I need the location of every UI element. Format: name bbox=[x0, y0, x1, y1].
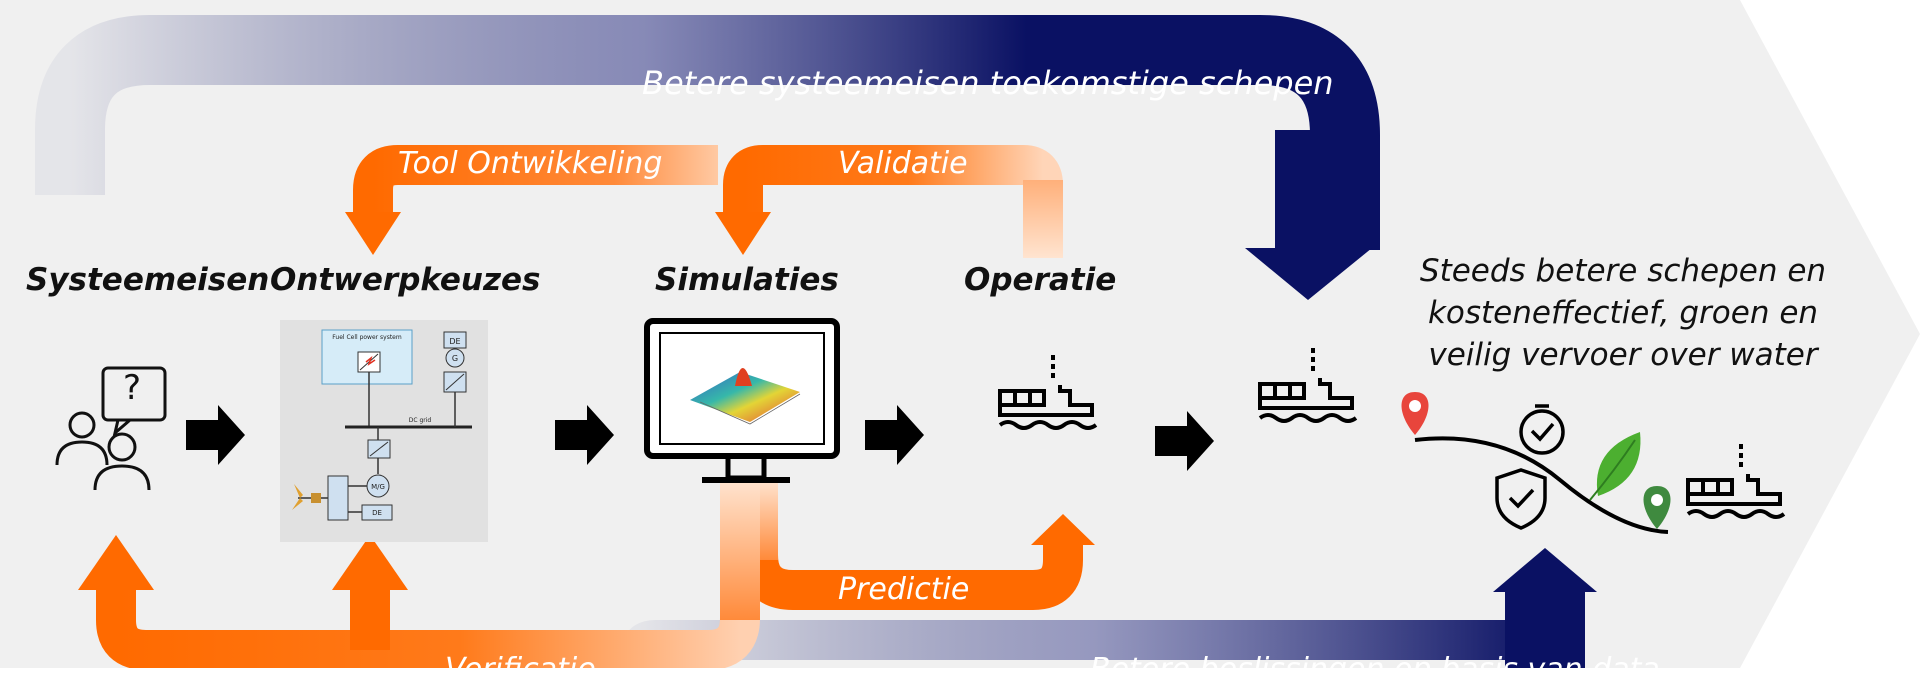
label-verificatie: Verificatie bbox=[445, 652, 596, 687]
result-line-1: Steeds betere schepen en bbox=[1419, 253, 1827, 289]
mg-label: M/G bbox=[371, 483, 385, 491]
forward-arrow-2 bbox=[555, 405, 614, 465]
question-mark: ? bbox=[123, 368, 142, 408]
route-line bbox=[1414, 436, 1669, 534]
arrow-betere-systeemeisen bbox=[35, 15, 1380, 300]
stage-simulaties: Simulaties bbox=[655, 262, 839, 298]
dc-grid-label: DC grid bbox=[409, 417, 432, 424]
label-tool-ontwikkeling: Tool Ontwikkeling bbox=[398, 146, 663, 181]
arrow-validatie bbox=[715, 145, 1063, 258]
result-line-2: kosteneffectief, groen en bbox=[1427, 295, 1819, 331]
label-validatie: Validatie bbox=[838, 146, 968, 181]
g-label: G bbox=[452, 354, 458, 363]
monitor-3d-plot-icon bbox=[644, 318, 840, 483]
forward-arrow-3 bbox=[865, 405, 924, 465]
process-diagram: Fuel Cell power system DE G DC grid M/G … bbox=[0, 0, 1920, 668]
stage-operatie: Operatie bbox=[964, 262, 1117, 298]
ship-icon-2 bbox=[1258, 348, 1358, 423]
leaf-icon bbox=[1589, 432, 1641, 501]
forward-arrow-1 bbox=[186, 405, 245, 465]
arrow-verificatie bbox=[78, 480, 760, 668]
fuel-cell-label: Fuel Cell power system bbox=[332, 334, 402, 341]
power-system-diagram bbox=[280, 320, 488, 542]
label-bottom-navy: Betere beslissingen op basis van data bbox=[1090, 652, 1660, 687]
location-pin-icon-red bbox=[1401, 392, 1429, 435]
ship-icon-3 bbox=[1686, 444, 1786, 519]
result-line-3: veilig vervoer over water bbox=[1428, 337, 1818, 373]
de-bottom-label: DE bbox=[372, 509, 382, 517]
people-question-icon bbox=[55, 366, 167, 491]
label-betere-systeemeisen: Betere systeemeisen toekomstige schepen bbox=[642, 64, 1334, 102]
forward-arrows bbox=[186, 405, 1214, 471]
label-predictie: Predictie bbox=[838, 572, 970, 607]
forward-arrow-4 bbox=[1155, 411, 1214, 471]
clock-check-icon bbox=[1519, 404, 1565, 455]
arrow-tool-ontwikkeling bbox=[345, 145, 718, 255]
result-text: Steeds betere schepen en kosteneffectief… bbox=[1408, 250, 1838, 376]
stage-systeemeisen: Systeemeisen bbox=[26, 262, 270, 298]
shield-check-icon bbox=[1495, 468, 1547, 530]
ship-icon bbox=[998, 355, 1098, 430]
location-pin-icon-green bbox=[1643, 486, 1671, 529]
stage-ontwerpkeuzes: Ontwerpkeuzes bbox=[270, 262, 541, 298]
de-top-label: DE bbox=[449, 337, 460, 346]
